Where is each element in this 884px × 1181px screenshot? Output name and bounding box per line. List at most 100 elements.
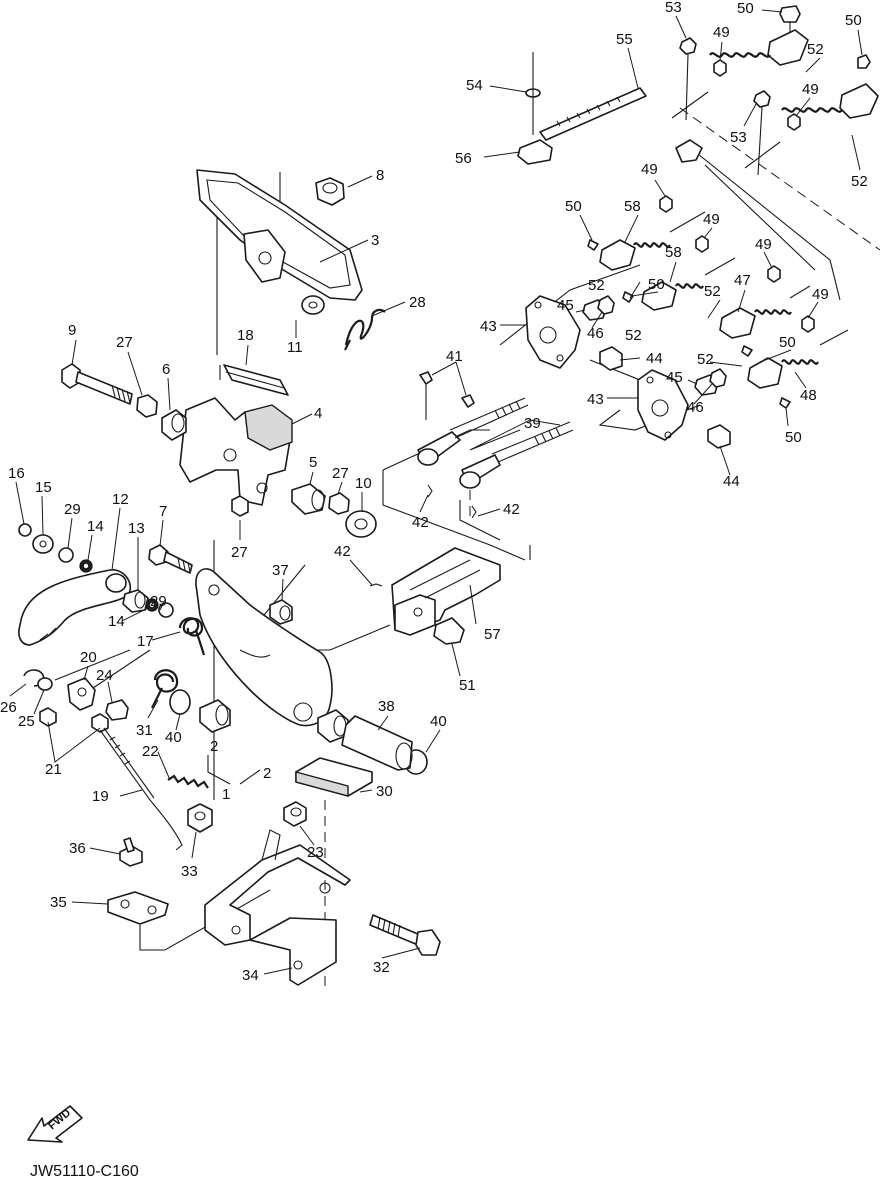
- label-2a: 2: [210, 738, 218, 755]
- label-37: 37: [272, 562, 289, 579]
- label-7: 7: [159, 503, 167, 520]
- label-27b: 27: [332, 465, 349, 482]
- part-57-bracket: [391, 547, 501, 636]
- part-29-washer-a: [58, 547, 74, 563]
- part-11-washer: [301, 295, 325, 315]
- label-2b: 2: [263, 765, 271, 782]
- label-52b: 52: [851, 173, 868, 190]
- label-48: 48: [800, 387, 817, 404]
- label-19: 19: [92, 788, 109, 805]
- part-27-nut-a: [136, 394, 158, 418]
- part-36-bolt: [119, 837, 143, 867]
- part-7-bolt: [148, 544, 193, 574]
- part-40-oring-a: [169, 689, 191, 715]
- part-13-collar: [122, 589, 149, 613]
- label-52f: 52: [697, 351, 714, 368]
- label-43a: 43: [480, 318, 497, 335]
- label-33: 33: [181, 863, 198, 880]
- part-2-collar-a: [199, 699, 231, 733]
- label-52c: 52: [588, 277, 605, 294]
- part-50-pins: [587, 5, 871, 409]
- part-20-arm: [67, 677, 96, 711]
- label-40b: 40: [430, 713, 447, 730]
- label-9: 9: [68, 322, 76, 339]
- part-19-rod: [99, 727, 183, 851]
- part-33-nut: [187, 803, 213, 833]
- label-50a: 50: [845, 12, 862, 29]
- part-41-screws: [419, 371, 475, 420]
- label-44b: 44: [723, 473, 740, 490]
- label-46b: 46: [687, 399, 704, 416]
- part-17-spring: [178, 617, 206, 656]
- part-46-nut-b: [709, 368, 727, 388]
- part-21-nut-a: [39, 707, 57, 727]
- label-30: 30: [376, 783, 393, 800]
- label-43b: 43: [587, 391, 604, 408]
- label-57: 57: [484, 626, 501, 643]
- label-8: 8: [376, 167, 384, 184]
- label-4: 4: [314, 405, 322, 422]
- part-52-cable-ends: [671, 29, 879, 169]
- label-23: 23: [307, 844, 324, 861]
- label-56: 56: [455, 150, 472, 167]
- label-41: 41: [446, 348, 463, 365]
- label-34: 34: [242, 967, 259, 984]
- part-4-bracket: [179, 397, 293, 506]
- label-50d: 50: [648, 276, 665, 293]
- label-12: 12: [112, 491, 129, 508]
- label-42a: 42: [412, 514, 429, 531]
- label-49f: 49: [812, 286, 829, 303]
- label-36: 36: [69, 840, 86, 857]
- part-24-pin: [105, 699, 129, 721]
- label-42c: 42: [334, 543, 351, 560]
- label-29b: 29: [150, 593, 167, 610]
- label-1: 1: [222, 786, 230, 803]
- part-43-bracket-a: [525, 295, 581, 369]
- part-6-collar: [161, 409, 187, 441]
- label-31: 31: [136, 722, 153, 739]
- label-53b: 53: [730, 129, 747, 146]
- part-49-nuts: [659, 59, 815, 333]
- part-14-ring-a: [79, 559, 93, 573]
- label-16: 16: [8, 465, 25, 482]
- part-35-plate: [107, 891, 169, 925]
- part-1-brake-arm: [195, 568, 333, 727]
- part-22-spring: [167, 774, 209, 789]
- label-49e: 49: [755, 236, 772, 253]
- label-21: 21: [45, 761, 62, 778]
- part-37-collar: [269, 599, 293, 625]
- label-11: 11: [287, 339, 303, 356]
- label-50f: 50: [785, 429, 802, 446]
- part-5-collar: [291, 483, 326, 515]
- label-28: 28: [409, 294, 426, 311]
- label-49c: 49: [641, 161, 658, 178]
- label-45a: 45: [557, 297, 574, 314]
- part-56-clip: [517, 139, 553, 165]
- label-24: 24: [96, 667, 113, 684]
- diagram-code: JW51110-C160: [30, 1163, 139, 1180]
- label-42b: 42: [503, 501, 520, 518]
- label-40a: 40: [165, 729, 182, 746]
- label-50c: 50: [565, 198, 582, 215]
- label-27a: 27: [116, 334, 133, 351]
- label-18: 18: [237, 327, 254, 344]
- part-29-washer-b: [158, 602, 174, 618]
- part-30-pad: [295, 757, 373, 797]
- label-14a: 14: [87, 518, 104, 535]
- label-22: 22: [142, 743, 159, 760]
- label-17: 17: [137, 633, 154, 650]
- part-labels: 1 2 2 3 4 5 6 7 8 9 10 11 12 13 14 14 15…: [0, 0, 868, 984]
- part-43-bracket-b: [637, 369, 689, 441]
- part-47-cable: [719, 285, 811, 339]
- label-26: 26: [0, 699, 17, 716]
- part-3-pedal-pad: [196, 169, 363, 301]
- part-54-bolt: [525, 52, 541, 135]
- label-58b: 58: [665, 244, 682, 261]
- label-10: 10: [355, 475, 372, 492]
- label-6: 6: [162, 361, 170, 378]
- label-55: 55: [616, 31, 633, 48]
- part-58-cable-a: [599, 211, 706, 271]
- label-46a: 46: [587, 325, 604, 342]
- label-32: 32: [373, 959, 390, 976]
